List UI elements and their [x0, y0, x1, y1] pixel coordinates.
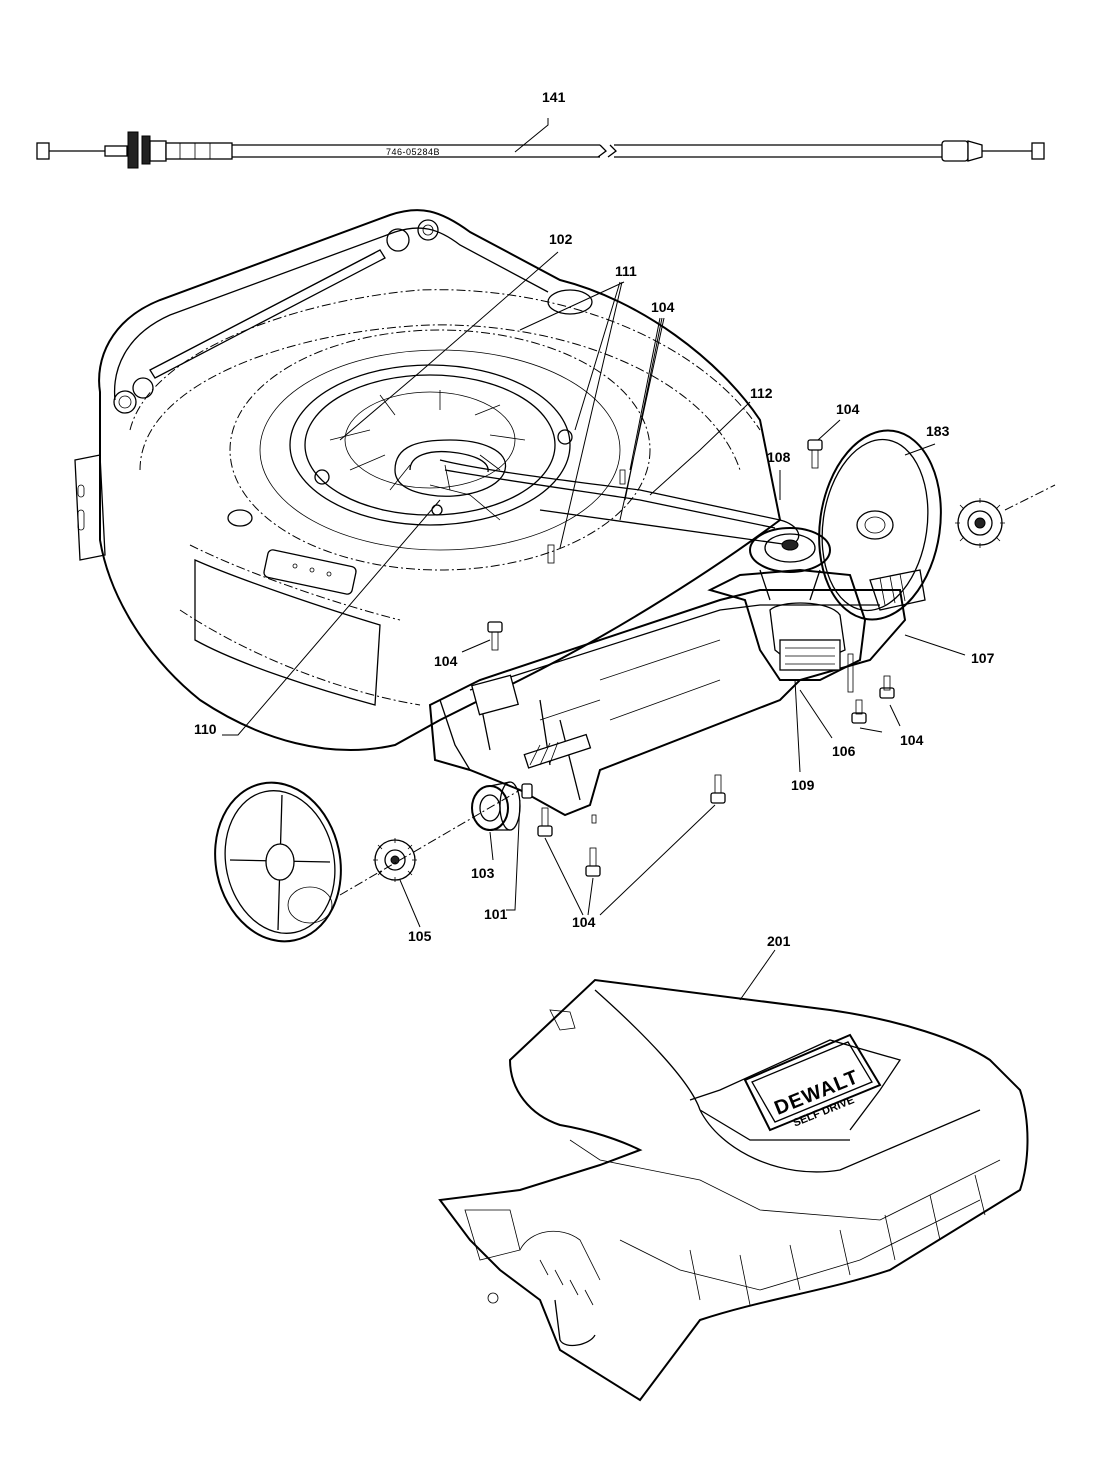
callout-104: 104: [651, 299, 675, 315]
washer-101[interactable]: [521, 783, 533, 799]
callout-103: 103: [471, 865, 495, 881]
bolt[interactable]: [537, 807, 553, 837]
callout-104: 104: [572, 914, 596, 930]
callout-110: 110: [194, 721, 217, 737]
rear-wheel-183[interactable]: [807, 423, 952, 628]
callout-107: 107: [971, 650, 995, 666]
callout-104: 104: [434, 653, 458, 669]
bolt[interactable]: [487, 621, 503, 651]
callout-102: 102: [549, 231, 573, 247]
leader-lines: [222, 118, 966, 1001]
callout-112: 112: [750, 385, 773, 401]
callout-104: 104: [900, 732, 924, 748]
callout-108: 108: [767, 449, 791, 465]
callout-101: 101: [484, 906, 508, 922]
callout-104: 104: [836, 401, 860, 417]
callout-109: 109: [791, 777, 815, 793]
gear-105[interactable]: [373, 838, 417, 882]
bolt[interactable]: [585, 847, 601, 877]
bolt[interactable]: [807, 439, 823, 469]
bolt[interactable]: [710, 774, 726, 804]
callout-141: 141: [542, 89, 566, 105]
transmission-housing[interactable]: [428, 527, 926, 824]
callout-106: 106: [832, 743, 856, 759]
cable-part-stamp: 746-05284B: [386, 147, 440, 157]
drive-cover-201[interactable]: [438, 978, 1029, 1402]
callout-105: 105: [408, 928, 432, 944]
callout-201: 201: [767, 933, 791, 949]
callout-111: 111: [615, 263, 637, 279]
axle-centerline: [339, 789, 521, 896]
callout-183: 183: [926, 423, 950, 439]
mower-deck: [74, 209, 782, 751]
bushing-103[interactable]: [471, 781, 521, 831]
drive-cable-141[interactable]: [36, 131, 1045, 169]
bolt[interactable]: [879, 675, 895, 699]
bolt[interactable]: [851, 699, 867, 724]
gear-right[interactable]: [955, 484, 1056, 548]
rear-wheel-left[interactable]: [201, 771, 356, 953]
drive-belt-112[interactable]: [439, 459, 800, 546]
